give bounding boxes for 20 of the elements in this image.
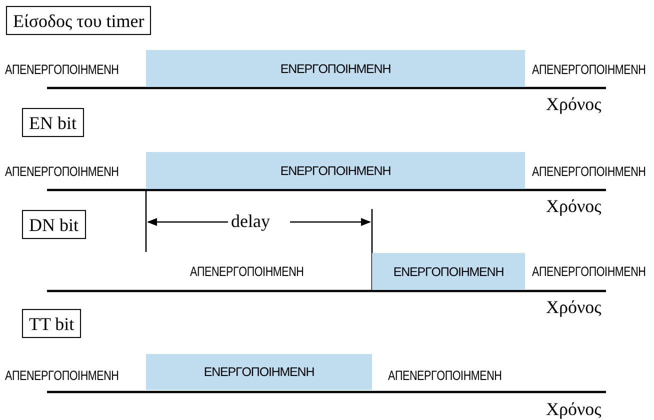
active-state-band: ΕΝΕΡΓΟΠΟΙΗΜΕΝΗ [146,354,372,390]
state-label: ΑΠΕΝΕΡΓΟΠΟΙΗΜΕΝΗ [5,63,119,76]
state-label: ΑΠΕΝΕΡΓΟΠΟΙΗΜΕΝΗ [388,369,502,382]
state-label: ΑΠΕΝΕΡΓΟΠΟΙΗΜΕΝΗ [190,265,304,278]
time-axis-label: Χρόνος [546,400,602,418]
state-label: ΑΠΕΝΕΡΓΟΠΟΙΗΜΕΝΗ [532,165,646,178]
time-axis-label: Χρόνος [546,298,602,316]
signal-name-box: TT bit [22,309,82,338]
state-label: ΑΠΕΝΕΡΓΟΠΟΙΗΜΕΝΗ [5,165,119,178]
state-label: ΑΠΕΝΕΡΓΟΠΟΙΗΜΕΝΗ [532,63,646,76]
time-axis-label: Χρόνος [546,95,602,113]
time-axis-label: Χρόνος [546,197,602,215]
active-state-band: ΕΝΕΡΓΟΠΟΙΗΜΕΝΗ [146,152,525,189]
signal-name-box: Είσοδος του timer [6,6,152,35]
state-label: ΑΠΕΝΕΡΓΟΠΟΙΗΜΕΝΗ [5,369,119,382]
active-state-band: ΕΝΕΡΓΟΠΟΙΗΜΕΝΗ [372,253,525,290]
signal-name-box: EN bit [22,108,84,137]
signal-name-box: DN bit [22,210,86,239]
active-state-band: ΕΝΕΡΓΟΠΟΙΗΜΕΝΗ [146,50,525,87]
state-label: ΑΠΕΝΕΡΓΟΠΟΙΗΜΕΝΗ [532,265,646,278]
